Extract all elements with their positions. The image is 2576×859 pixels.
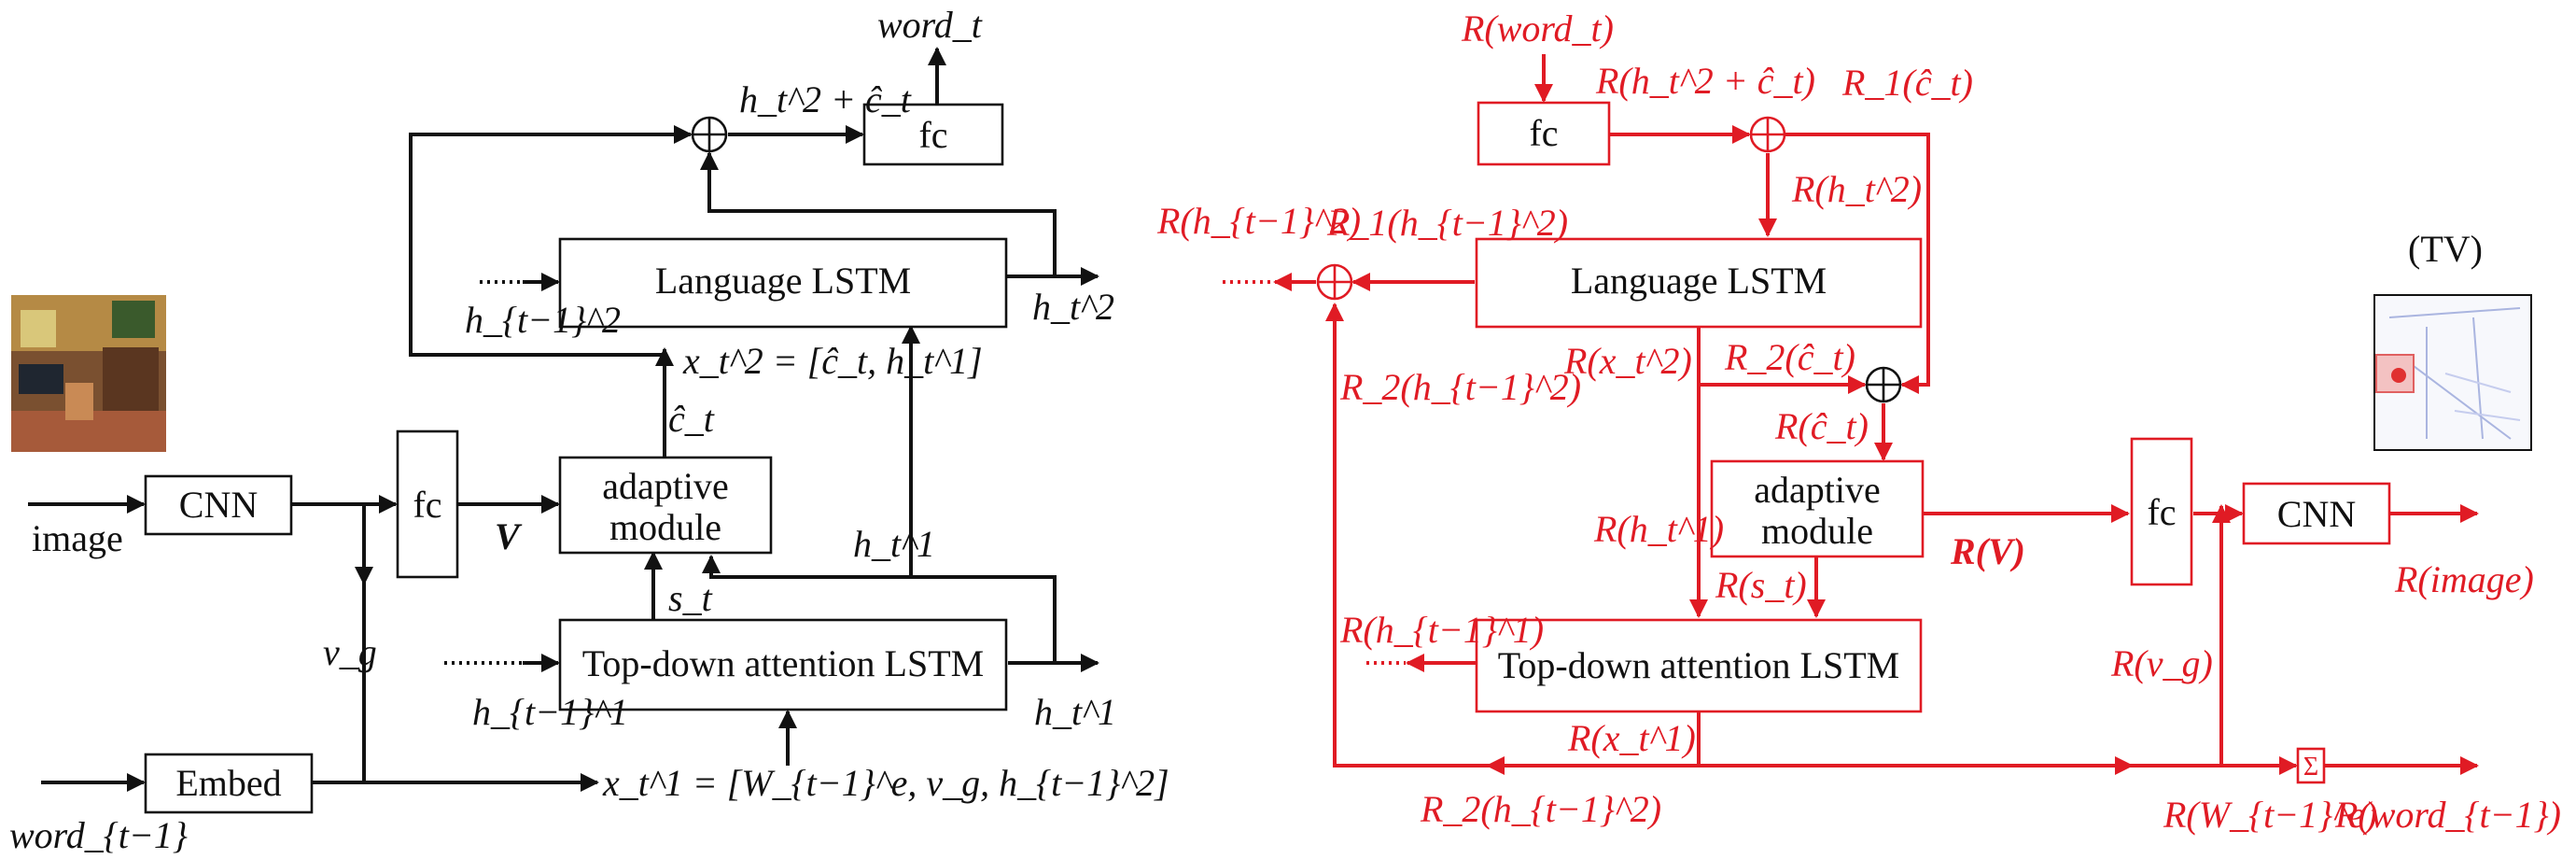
box-fc-right: fc xyxy=(2130,437,2193,586)
label-R-vg: R(v_g) xyxy=(2110,642,2213,684)
forward-labels: image word_{t−1} word_t h_t^2 + ĉ_t h_{t… xyxy=(9,4,1169,856)
relevance-labels: R(word_t) R(h_t^2 + ĉ_t) R_1(ĉ_t) R(h_t^… xyxy=(1156,7,2561,836)
label-R-h1: R(h_t^1) xyxy=(1593,508,1724,550)
label-s-t: s_t xyxy=(668,577,713,619)
label-h1-mid: h_t^1 xyxy=(853,523,935,565)
label-R1-h2-prev: R_1(h_{t−1}^2) xyxy=(1326,202,1568,244)
box-language-lstm-left-label: Language LSTM xyxy=(655,260,911,302)
label-h2-prev: h_{t−1}^2 xyxy=(465,299,621,341)
box-adaptive-module-left-line2: module xyxy=(609,506,721,548)
box-fc-mid-left-label: fc xyxy=(413,484,441,526)
label-R-W: R(W_{t−1}^e) xyxy=(2163,794,2377,836)
box-cnn-right: CNN xyxy=(2242,482,2391,545)
box-fc-top-left-label: fc xyxy=(918,114,947,156)
relevance-wires xyxy=(1223,54,2479,775)
box-adaptive-module-right-line2: module xyxy=(1761,510,1873,552)
relevance-sum-node-top xyxy=(1749,116,1786,153)
label-R1-c: R_1(ĉ_t) xyxy=(1841,62,1973,104)
box-adaptive-module-left: adaptive module xyxy=(558,456,773,555)
box-fc-top-right: fc xyxy=(1477,101,1611,166)
label-R-h2: R(h_t^2) xyxy=(1791,168,1922,210)
label-R-V: R(V) xyxy=(1950,530,2025,572)
box-language-lstm-right: Language LSTM xyxy=(1475,237,1923,329)
label-R-s: R(s_t) xyxy=(1715,564,1807,606)
forward-pass-diagram: CNN Embed fc fc Language LSTM adaptive m… xyxy=(9,4,1169,856)
box-language-lstm-left: Language LSTM xyxy=(558,237,1008,329)
forward-sum-node xyxy=(691,116,728,153)
box-language-lstm-right-label: Language LSTM xyxy=(1571,260,1827,302)
label-R2-h2-prev-bottom: R_2(h_{t−1}^2) xyxy=(1420,788,1661,830)
label-R-c: R(ĉ_t) xyxy=(1774,405,1869,447)
box-fc-mid-left: fc xyxy=(396,430,459,579)
label-x1-eq: x_t^1 = [W_{t−1}^e, v_g, h_{t−1}^2] xyxy=(602,762,1169,804)
label-word-prev: word_{t−1} xyxy=(9,814,188,856)
box-fc-right-label: fc xyxy=(2147,491,2176,533)
label-x2-eq: x_t^2 = [ĉ_t, h_t^1] xyxy=(682,340,983,382)
box-cnn-left-label: CNN xyxy=(179,484,258,526)
label-image: image xyxy=(32,517,123,559)
label-R-h2-plus-c: R(h_t^2 + ĉ_t) xyxy=(1595,60,1815,102)
label-c-hat: ĉ_t xyxy=(668,398,715,440)
box-embed-left-label: Embed xyxy=(175,762,281,804)
label-R-word-t: R(word_t) xyxy=(1461,7,1614,49)
relevance-sum-node-left xyxy=(1316,263,1353,301)
label-h1-out: h_t^1 xyxy=(1034,691,1116,733)
box-sigma: Σ xyxy=(2296,747,2326,784)
tv-heatmap-thumbnail xyxy=(2373,294,2532,451)
label-R-x1: R(x_t^1) xyxy=(1567,717,1696,759)
box-topdown-lstm-left: Top-down attention LSTM xyxy=(558,618,1008,711)
label-R-word-prev: R(word_{t−1}) xyxy=(2334,794,2561,836)
label-h2-out: h_t^2 xyxy=(1032,286,1114,328)
box-topdown-lstm-right: Top-down attention LSTM xyxy=(1475,618,1923,713)
input-image-thumbnail xyxy=(11,295,166,452)
label-word-t: word_t xyxy=(877,4,983,46)
box-cnn-left: CNN xyxy=(144,474,293,536)
label-R-h1-prev: R(h_{t−1}^1) xyxy=(1339,609,1544,651)
box-topdown-lstm-left-label: Top-down attention LSTM xyxy=(582,642,985,684)
label-R-h2-prev-left: R(h_{t−1}^2) xyxy=(1156,200,1361,242)
label-TV: (TV) xyxy=(2408,228,2483,270)
box-fc-top-left: fc xyxy=(862,103,1004,166)
label-R2-c: R_2(ĉ_t) xyxy=(1724,336,1855,378)
box-cnn-right-label: CNN xyxy=(2277,493,2356,535)
box-adaptive-module-right-line1: adaptive xyxy=(1754,469,1881,511)
label-V: V xyxy=(495,515,523,557)
forward-wires xyxy=(28,47,1099,792)
label-h1-prev: h_{t−1}^1 xyxy=(472,691,628,733)
label-R2-h2-prev-mid: R_2(h_{t−1}^2) xyxy=(1339,366,1581,408)
label-R-image: R(image) xyxy=(2394,558,2534,600)
box-fc-top-right-label: fc xyxy=(1529,112,1558,154)
box-adaptive-module-right: adaptive module xyxy=(1710,459,1925,558)
box-adaptive-module-left-line1: adaptive xyxy=(602,465,729,507)
label-R-x2: R(x_t^2) xyxy=(1563,340,1692,382)
relevance-diagram: fc Language LSTM adaptive module Top-dow… xyxy=(1156,7,2561,836)
box-embed-left: Embed xyxy=(144,753,314,814)
box-sigma-label: Σ xyxy=(2303,753,2318,782)
label-h2-plus-c: h_t^2 + ĉ_t xyxy=(739,78,912,120)
relevance-sum-node-mid xyxy=(1865,366,1902,403)
label-v-g: v_g xyxy=(323,631,377,673)
box-topdown-lstm-right-label: Top-down attention LSTM xyxy=(1498,644,1900,686)
